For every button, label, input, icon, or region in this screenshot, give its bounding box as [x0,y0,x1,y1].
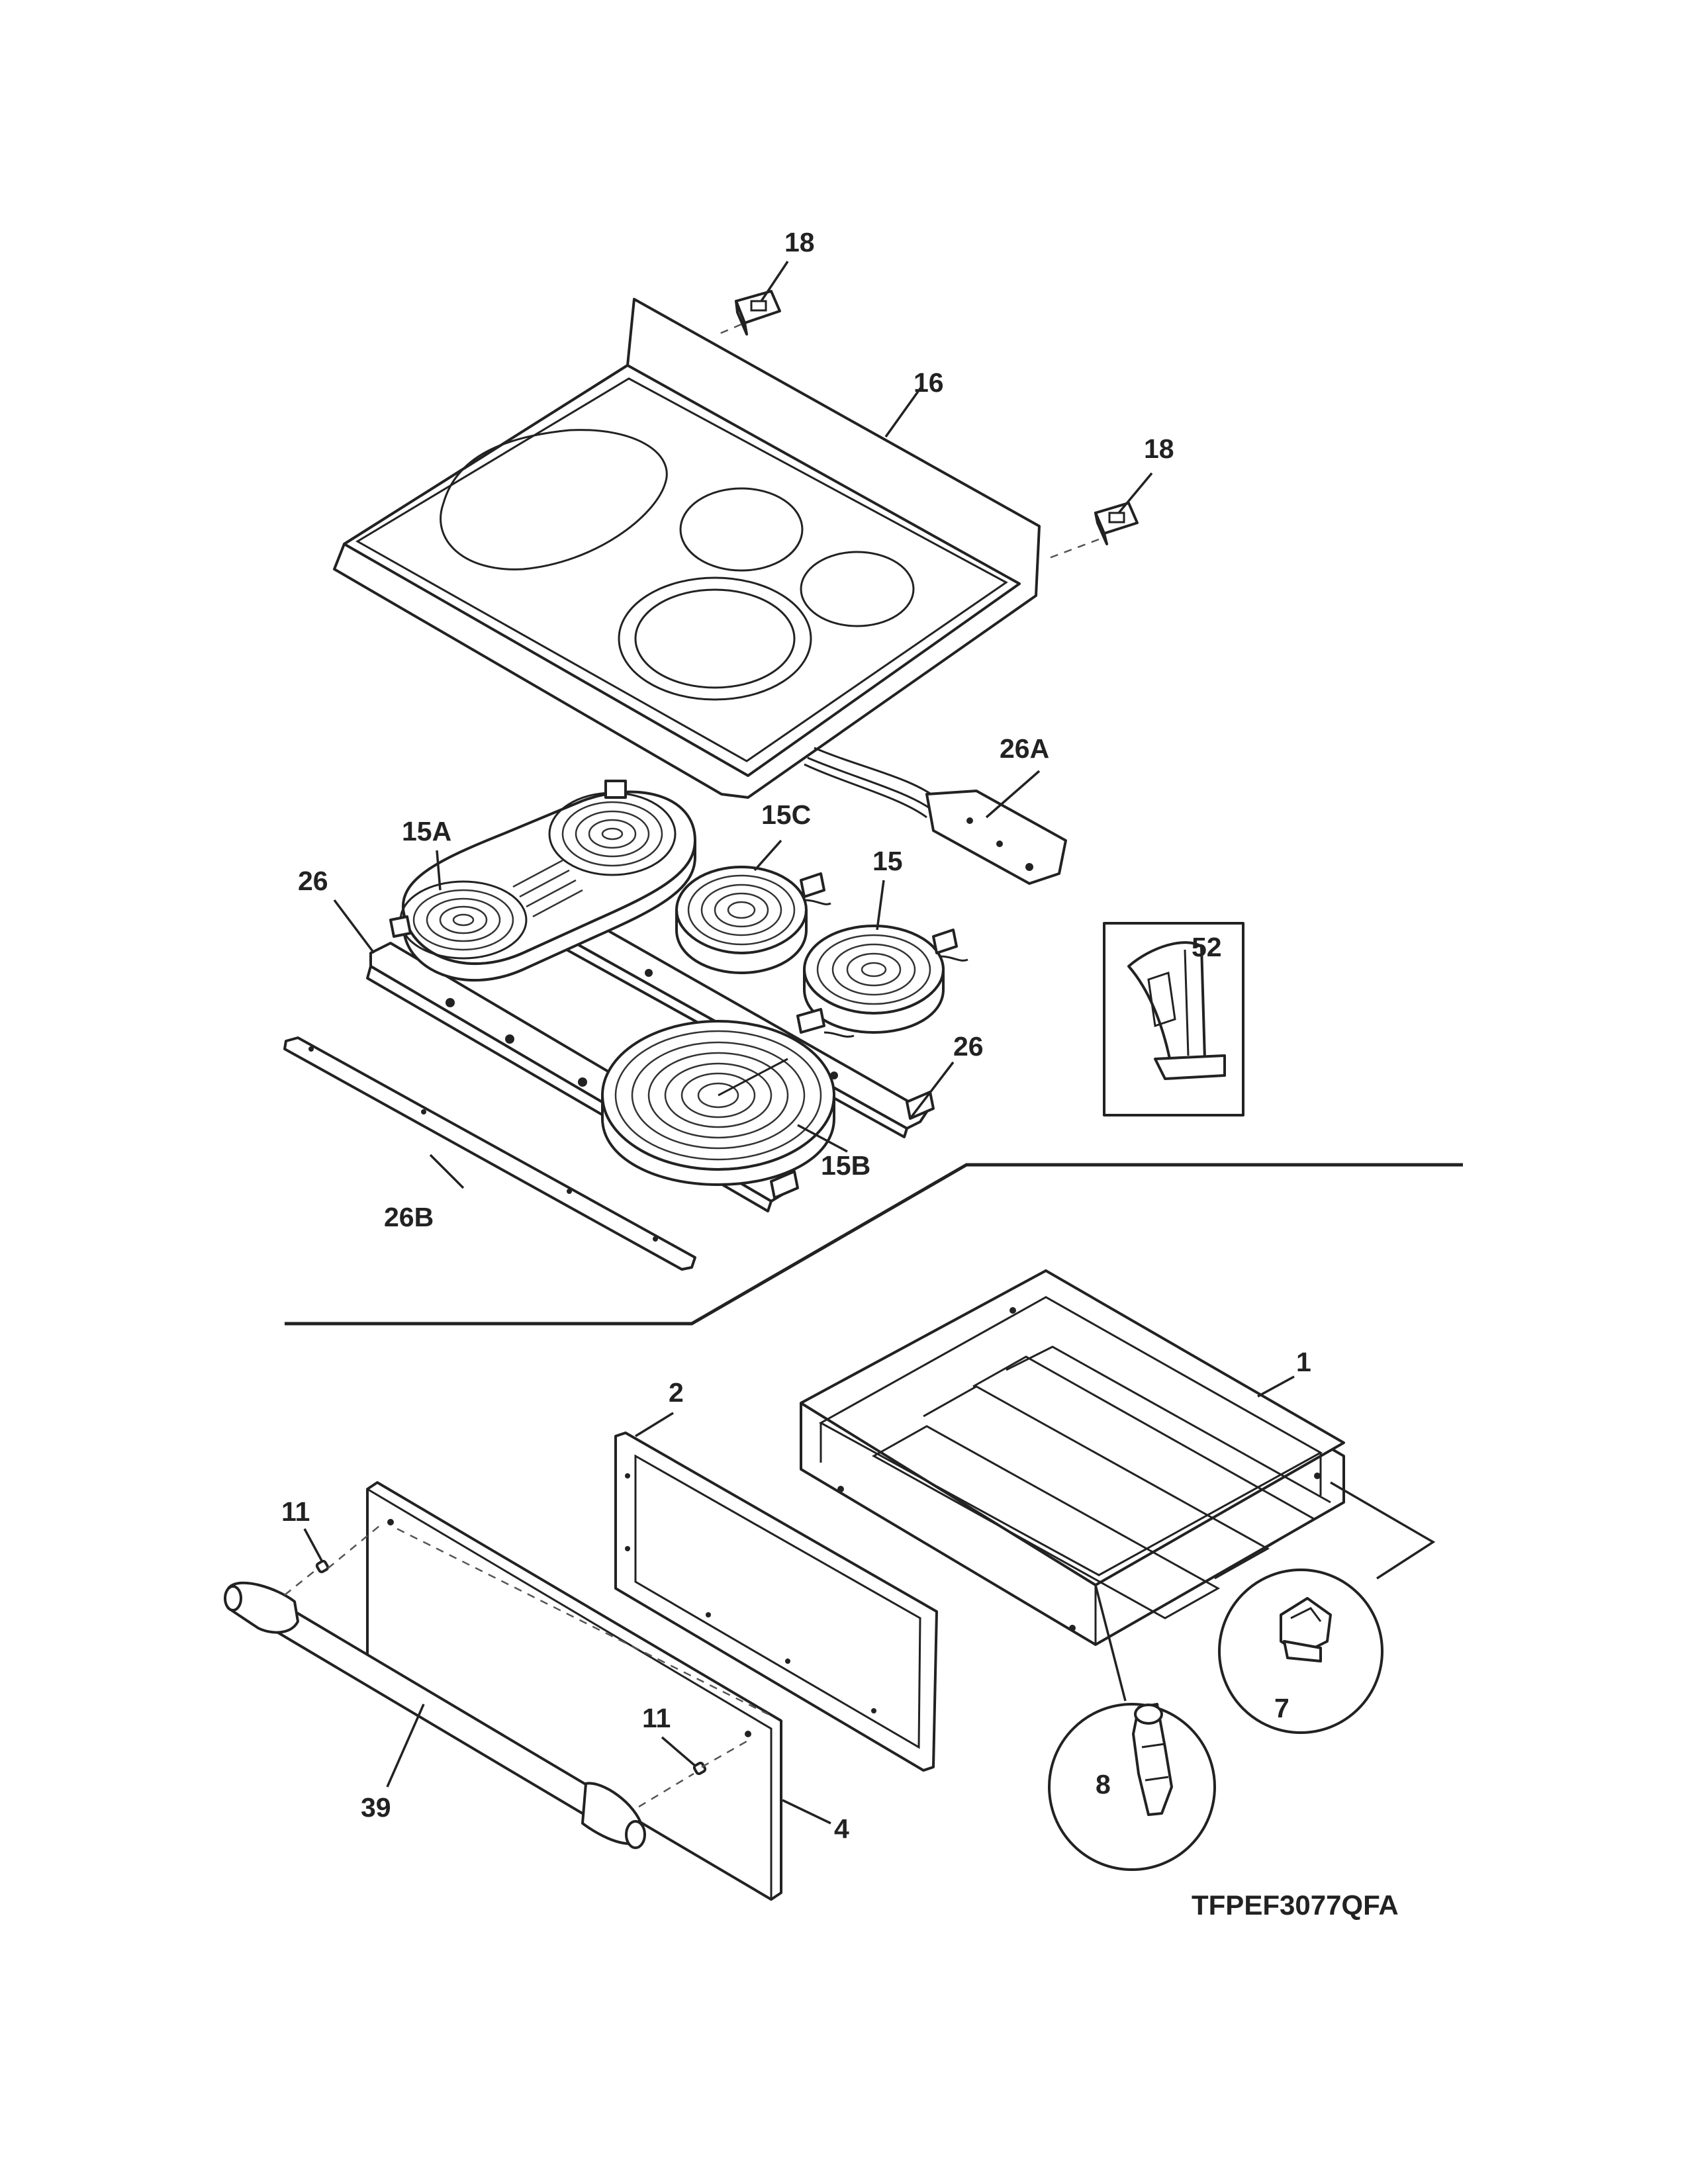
callout-11-top: 11 [281,1496,310,1527]
callout-26-left: 26 [298,866,328,896]
callout-26a: 26A [1000,733,1049,764]
handle-part-39 [224,1581,646,1849]
callout-7: 7 [1274,1693,1289,1723]
callout-2: 2 [669,1377,684,1408]
drawer-body-part-1 [800,1269,1345,1646]
cooktop-part-16 [333,298,1041,799]
bracket-left-part-18 [718,290,781,336]
inset-box-part-52 [1103,922,1244,1116]
callout-52: 52 [1192,932,1222,962]
slide-roller-inset-part-8 [1048,1584,1216,1871]
callout-11-bottom: 11 [642,1703,671,1733]
element-small-part-15c [675,866,831,974]
callout-18-left: 18 [784,227,815,257]
roller-clip-inset-part-7 [1218,1481,1436,1734]
leader-lines [303,261,1295,1825]
callout-4: 4 [834,1813,849,1844]
callout-26-right: 26 [953,1031,984,1062]
harness-part-26a [804,747,1067,885]
bracket-right-part-18 [1045,502,1139,561]
drawer-liner-part-2 [614,1432,938,1772]
callout-15: 15 [872,846,903,876]
front-rail-part-26b [283,1036,696,1271]
callout-15b: 15B [821,1150,870,1181]
callout-15c: 15C [761,799,811,830]
callout-labels: 18 16 18 26A 15A 15C 15 26 52 26 15B 26B… [281,227,1399,1921]
element-dual-oval-part-15a [389,780,696,981]
screw-bottom-part-11 [638,1739,749,1808]
screw-top-part-11 [284,1522,385,1596]
callout-18-right: 18 [1144,433,1174,464]
callout-8: 8 [1096,1769,1111,1799]
element-large-part-15b [601,1008,855,1186]
element-medium-part-15 [803,925,968,1034]
section-separator-line [285,1163,1463,1326]
callout-26b: 26B [384,1202,434,1232]
callout-16: 16 [914,367,944,398]
callout-15a: 15A [402,816,451,846]
callout-39: 39 [361,1792,391,1823]
model-code: TFPEF3077QFA [1192,1889,1399,1921]
callout-1: 1 [1296,1347,1311,1377]
